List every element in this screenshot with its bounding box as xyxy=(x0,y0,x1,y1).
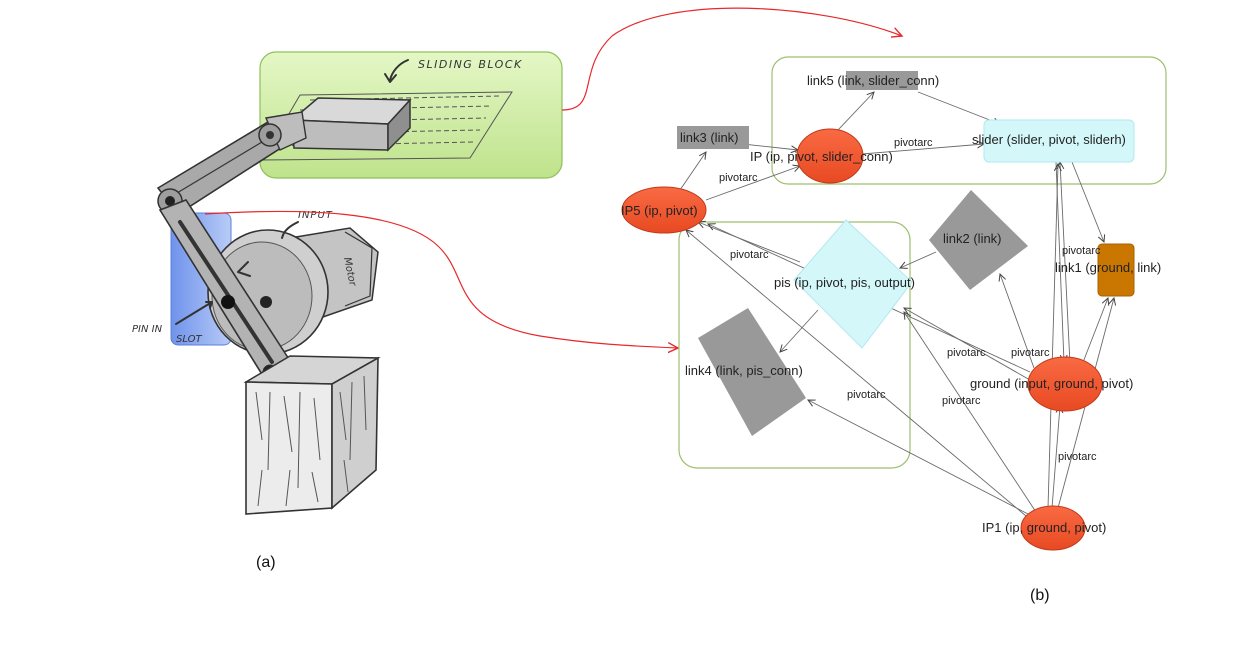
link4-diamond xyxy=(698,308,806,436)
upper-group-box xyxy=(771,56,1167,185)
sliding-block-drawing xyxy=(290,97,412,152)
lower-group-box xyxy=(678,221,911,469)
edge-label-ground-link2: pivotarc xyxy=(1011,347,1050,359)
sliding-block-label-arrow xyxy=(384,59,409,83)
edge-ground-link2 xyxy=(1000,274,1035,369)
node-link3: link3 (link) xyxy=(677,126,749,149)
input-label-arrow xyxy=(281,221,299,239)
edge-label-ip1-ground: pivotarc xyxy=(1058,451,1097,463)
edge-ip-link5 xyxy=(837,92,874,131)
pin-in-slot-label-line1: PIN IN xyxy=(132,324,163,335)
slotted-link-drawing xyxy=(158,199,298,386)
base-block-drawing xyxy=(243,355,381,515)
edge-ground-link1 xyxy=(1079,298,1108,371)
ip1-ellipse xyxy=(1020,505,1086,551)
sliding-block-label: SLIDING BLOCK xyxy=(418,58,523,71)
pin-in-slot-arrow xyxy=(175,301,213,325)
node-link4: link4 (link, pis_conn) xyxy=(685,308,806,436)
edge-pis-link4 xyxy=(780,309,819,352)
link2-diamond xyxy=(929,190,1028,290)
slider-label: slider (slider, pivot, sliderh) xyxy=(972,132,1126,147)
caption-b: (b) xyxy=(1030,587,1050,604)
edge-label-ip1-link4: pivotarc xyxy=(847,389,886,401)
edge-ip1-pis xyxy=(904,312,1037,513)
pin-in-slot-label-line2: SLOT xyxy=(176,334,202,345)
edge-ip1-link4 xyxy=(808,400,1029,515)
node-link2: link2 (link) xyxy=(929,190,1028,290)
edge-label-ip-slider: pivotarc xyxy=(894,137,933,149)
ground-label: ground (input, ground, pivot) xyxy=(970,376,1133,391)
link3-label: link3 (link) xyxy=(680,130,739,145)
pis-label: pis (ip, pivot, pis, output) xyxy=(774,275,915,290)
edge-labels: pivotarc pivotarc pivotarc pivotarc pivo… xyxy=(719,137,1101,463)
node-link5: link5 (link, slider_conn) xyxy=(807,71,939,90)
edge-label-ip5-ip: pivotarc xyxy=(719,172,758,184)
link3-gray-box xyxy=(677,126,749,149)
link1-label: link1 (ground, link) xyxy=(1055,260,1161,275)
node-ip5: IP5 (ip, pivot) xyxy=(621,186,707,234)
edge-ip5-ip xyxy=(705,166,800,201)
link2-label: link2 (link) xyxy=(943,231,1002,246)
edge-label-ground-pis: pivotarc xyxy=(947,347,986,359)
edge-ip5-link3 xyxy=(679,152,706,191)
node-pis: pis (ip, pivot, pis, output) xyxy=(774,219,915,349)
edge-ground-pis xyxy=(904,308,1031,381)
ip1-label: IP1 (ip, ground, pivot) xyxy=(982,520,1106,535)
node-slider: slider (slider, pivot, sliderh) xyxy=(972,119,1135,163)
edge-label-ip1-pis: pivotarc xyxy=(942,395,981,407)
link5-gray-box xyxy=(846,71,918,90)
node-link1: link1 (ground, link) xyxy=(1055,243,1161,297)
ip-ellipse xyxy=(796,128,864,184)
node-ip: IP (ip, pivot, slider_conn) xyxy=(750,128,893,184)
edge-ip1-ip5 xyxy=(686,230,1027,517)
edge-ip1-slider xyxy=(1047,164,1058,509)
motor-drawing xyxy=(207,227,379,355)
edge-ip1-ground xyxy=(1051,406,1060,509)
mechanism-sketch: SLIDING BLOCK INPUT Motor PIN IN SLOT (a… xyxy=(132,51,563,571)
edge-label-slider-link1: pivotarc xyxy=(1062,245,1101,257)
edge-link5-slider xyxy=(917,91,1000,124)
ip5-ellipse xyxy=(621,186,707,234)
edge-slider-link1 xyxy=(1071,161,1104,242)
ip5-label: IP5 (ip, pivot) xyxy=(621,203,698,218)
design-graph: link5 (link, slider_conn) link3 (link) I… xyxy=(621,56,1167,604)
edge-link2-pis xyxy=(900,251,937,268)
link5-label: link5 (link, slider_conn) xyxy=(807,73,939,88)
connector-blue-to-lower-group xyxy=(204,210,678,348)
connector-green-to-upper-group xyxy=(561,7,902,111)
node-ground: ground (input, ground, pivot) xyxy=(970,356,1133,412)
edge-ip-slider xyxy=(861,144,984,155)
input-label: INPUT xyxy=(298,210,333,221)
graph-edges xyxy=(679,91,1114,517)
link4-label: link4 (link, pis_conn) xyxy=(685,363,803,378)
pis-diamond xyxy=(793,219,913,349)
upper-link-drawing xyxy=(156,111,307,216)
ip-label: IP (ip, pivot, slider_conn) xyxy=(750,149,893,164)
link1-box xyxy=(1097,243,1135,297)
node-ip1: IP1 (ip, ground, pivot) xyxy=(982,505,1106,551)
caption-a: (a) xyxy=(256,554,276,571)
edge-ground-slider xyxy=(1060,162,1071,365)
ground-ellipse xyxy=(1027,356,1103,412)
edge-label-pis-ip5: pivotarc xyxy=(730,249,769,261)
slider-box xyxy=(983,119,1135,163)
